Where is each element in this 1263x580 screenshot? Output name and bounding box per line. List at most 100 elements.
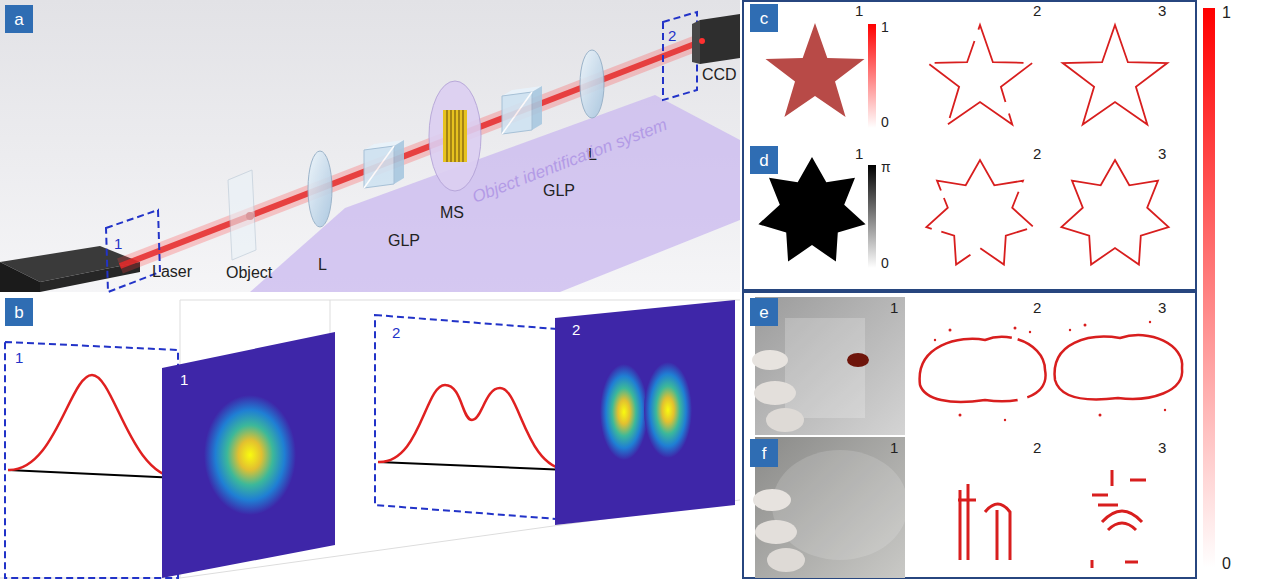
colorbar (1203, 8, 1215, 568)
edge-image (1055, 335, 1183, 399)
noise-dot (1084, 324, 1087, 327)
edge-image (920, 337, 1046, 402)
subpanel-number: 2 (1033, 440, 1041, 457)
plane-frame (375, 315, 570, 520)
gaussian-spot (204, 395, 296, 515)
panel-letter: f (750, 439, 778, 467)
laser-beam-glow (120, 40, 705, 266)
component-label: MS (440, 204, 464, 222)
intensity-map (162, 332, 335, 578)
plane-number: 2 (572, 322, 580, 339)
subpanel-number: 2 (1033, 300, 1041, 317)
subpanel-number: 1 (855, 3, 863, 20)
photo (772, 450, 908, 560)
panel-letter: a (5, 5, 33, 33)
plane-frame (106, 210, 160, 292)
ccd-camera (699, 38, 705, 44)
edge-image (1092, 470, 1146, 568)
object-plate (228, 170, 256, 260)
colorbar (868, 24, 876, 128)
colorbar-tick: 1 (881, 20, 889, 35)
colorbar-tick: 0 (1222, 555, 1231, 573)
colorbar-tick: π (881, 160, 891, 175)
plane-number: 2 (392, 325, 400, 342)
plane-number: 2 (668, 28, 676, 45)
photo (847, 353, 869, 367)
result-panels (743, 1, 1215, 578)
metasurface (447, 110, 463, 162)
photo (752, 350, 788, 370)
plane-frame (663, 12, 697, 100)
edge-lobe (644, 362, 692, 458)
subpanel-number: 3 (1158, 3, 1166, 20)
photo (766, 408, 804, 432)
noise-dot (1099, 414, 1102, 417)
photo (753, 489, 791, 511)
subpanel-number: 2 (1033, 3, 1041, 20)
lens (580, 50, 604, 118)
panel-letter-text: b (14, 304, 23, 321)
colorbar-tick: 0 (881, 256, 889, 271)
polarizer-cube (364, 140, 404, 188)
noise-dot (934, 321, 1166, 421)
polarizer-cube (394, 140, 404, 184)
edge-curve (378, 385, 568, 470)
metasurface (429, 81, 481, 191)
subpanel-number: 2 (1033, 146, 1041, 163)
plane-number: 1 (15, 350, 23, 367)
gaussian-curve (8, 375, 178, 478)
photo (755, 520, 797, 544)
plane-frame (5, 342, 178, 578)
edge-image (1061, 160, 1168, 265)
component-label: Laser (152, 263, 192, 281)
panel-ground (0, 0, 740, 292)
subpanel-number: 3 (1158, 146, 1166, 163)
ccd-camera (692, 14, 740, 64)
edge-image (958, 484, 1010, 560)
edge-image (928, 25, 1033, 125)
subpanel-number: 1 (855, 146, 863, 163)
subpanel-number: 3 (1158, 440, 1166, 457)
noise-dot (1014, 327, 1017, 330)
colorbar-tick: 1 (1222, 4, 1231, 22)
intensity-map (555, 300, 735, 525)
noise-dot (1149, 321, 1151, 323)
noise-dot (934, 339, 936, 341)
panel-letter-text: f (762, 445, 767, 462)
subpanel-number: 3 (1158, 300, 1166, 317)
panel-letter: d (750, 146, 778, 174)
noise-dot (1004, 419, 1006, 421)
metasurface (443, 110, 467, 162)
axis-line (8, 470, 178, 478)
panel-border (743, 1, 1196, 290)
laser-body (0, 262, 40, 292)
noise-dot (1164, 409, 1166, 411)
colorbar (868, 165, 876, 268)
noise-dot (949, 329, 952, 332)
photo (785, 318, 865, 418)
laser-body (0, 246, 140, 292)
component-label: L (318, 256, 327, 274)
lens (308, 151, 332, 227)
edge-lobe (600, 364, 648, 460)
noise-dot (959, 414, 962, 417)
amplitude-star (766, 23, 865, 117)
photo (767, 548, 805, 572)
metasurface (429, 81, 481, 191)
polarizer-cube (502, 92, 532, 134)
edge-image (926, 160, 1033, 265)
panel-letter-text: e (759, 304, 768, 321)
panel-border (743, 292, 1196, 578)
photo (754, 381, 796, 405)
panel-letter: e (750, 298, 778, 326)
ccd-camera (692, 20, 700, 64)
component-label: GLP (543, 182, 575, 200)
laser-beam (120, 40, 705, 266)
grid-line (0, 300, 740, 578)
setup-panel (0, 0, 740, 292)
polarizer-cube (502, 92, 532, 134)
noise-dot (1029, 331, 1031, 333)
panel-letter-text: c (760, 10, 769, 27)
